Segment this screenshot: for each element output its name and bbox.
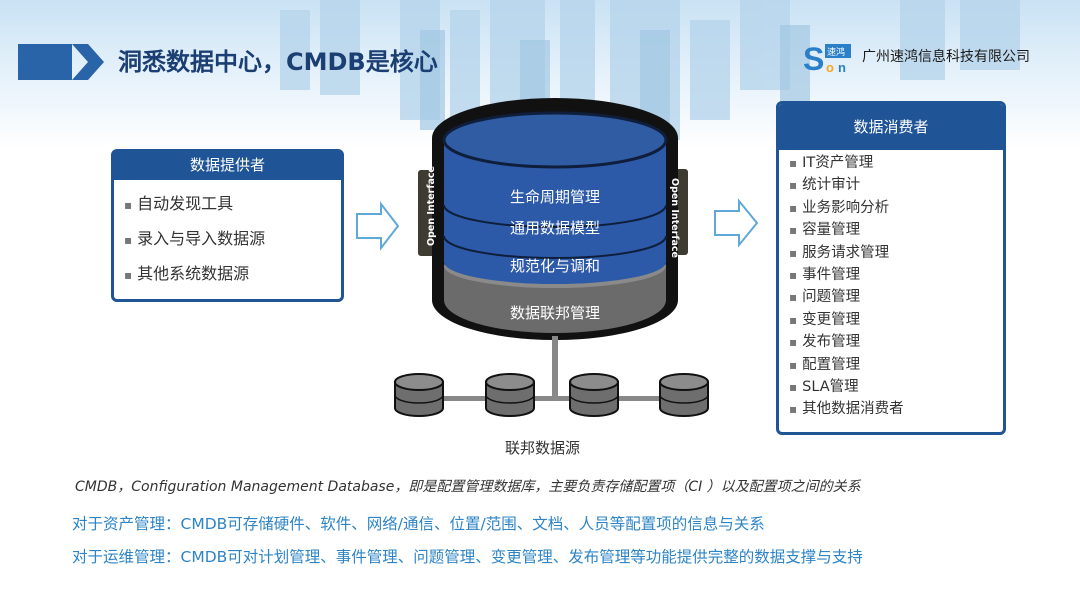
list-item: ▪IT资产管理	[789, 155, 874, 171]
list-item: ▪发布管理	[789, 334, 861, 351]
database-top	[442, 111, 668, 169]
data-consumer-panel: 数据消费者 ▪IT资产管理 ▪统计审计 ▪业务影响分析 ▪容量管理 ▪服务请求管…	[776, 101, 1006, 435]
svg-text:S: S	[803, 41, 824, 74]
federated-source-4	[659, 373, 709, 417]
bullet-icon: ▪	[124, 268, 133, 282]
svg-text:速鸿: 速鸿	[827, 46, 845, 58]
list-item: ▪变更管理	[789, 311, 861, 328]
list-item: ▪自动发现工具	[124, 194, 234, 213]
list-item: ▪配置管理	[789, 356, 861, 373]
list-item: ▪事件管理	[789, 266, 861, 283]
layer-data-model: 通用数据模型	[509, 219, 600, 237]
arrow-right-icon	[356, 201, 400, 251]
list-item: ▪统计审计	[789, 177, 861, 194]
bullet-icon: ▪	[124, 233, 133, 247]
bullet-icon: ▪	[789, 245, 798, 260]
layer-federation: 数据联邦管理	[509, 304, 600, 322]
list-item: ▪业务影响分析	[789, 199, 890, 216]
consumer-title: 数据消费者	[779, 104, 1003, 150]
list-item: ▪录入与导入数据源	[124, 229, 266, 248]
federated-source-2	[485, 373, 535, 417]
skyline-image	[280, 0, 1020, 140]
bullet-icon: ▪	[789, 223, 798, 238]
company-logo: S 速鸿 o n	[803, 41, 851, 74]
federated-source-3	[569, 373, 619, 417]
provider-title: 数据提供者	[114, 152, 341, 180]
left-interface-label: Open Interface	[426, 166, 437, 246]
bullet-icon: ▪	[789, 200, 798, 215]
consumer-list: ▪IT资产管理 ▪统计审计 ▪业务影响分析 ▪容量管理 ▪服务请求管理 ▪事件管…	[779, 150, 1003, 421]
bullet-icon: ▪	[789, 312, 798, 327]
cmdb-description: CMDB，Configuration Management Database，即…	[75, 479, 861, 495]
bullet-icon: ▪	[789, 402, 798, 417]
data-provider-panel: 数据提供者 ▪自动发现工具 ▪录入与导入数据源 ▪其他系统数据源	[111, 149, 344, 302]
page-title: 洞悉数据中心，CMDB是核心	[118, 48, 438, 76]
federation-source-label: 联邦数据源	[505, 439, 581, 457]
list-item: ▪容量管理	[789, 222, 861, 239]
bullet-icon: ▪	[789, 178, 798, 193]
bullet-icon: ▪	[789, 379, 798, 394]
provider-list: ▪自动发现工具 ▪录入与导入数据源 ▪其他系统数据源	[114, 180, 341, 291]
list-item: ▪其他系统数据源	[124, 264, 250, 283]
bullet-icon: ▪	[124, 198, 133, 212]
operations-management-note: 对于运维管理：CMDB可对计划管理、事件管理、问题管理、变更管理、发布管理等功能…	[72, 548, 863, 566]
header-background	[0, 0, 1080, 150]
svg-text:o: o	[826, 60, 834, 74]
bullet-icon: ▪	[789, 357, 798, 372]
list-item: ▪服务请求管理	[789, 244, 890, 261]
layer-lifecycle: 生命周期管理	[509, 188, 600, 206]
right-interface-label: Open Interface	[669, 178, 680, 258]
bullet-icon: ▪	[789, 267, 798, 282]
layer-normalization: 规范化与调和	[509, 257, 600, 275]
list-item: ▪SLA管理	[789, 378, 859, 395]
svg-text:n: n	[838, 60, 846, 74]
list-item: ▪其他数据消费者	[789, 401, 904, 418]
company-name: 广州速鸿信息科技有限公司	[862, 49, 1030, 65]
bullet-icon: ▪	[789, 335, 798, 350]
bullet-icon: ▪	[789, 156, 798, 170]
title-arrow-icon	[18, 44, 104, 80]
bullet-icon: ▪	[789, 290, 798, 305]
asset-management-note: 对于资产管理：CMDB可存储硬件、软件、网络/通信、位置/范围、文档、人员等配置…	[72, 515, 765, 533]
list-item: ▪问题管理	[789, 289, 861, 306]
federated-source-1	[394, 373, 444, 417]
arrow-right-icon	[714, 198, 759, 248]
